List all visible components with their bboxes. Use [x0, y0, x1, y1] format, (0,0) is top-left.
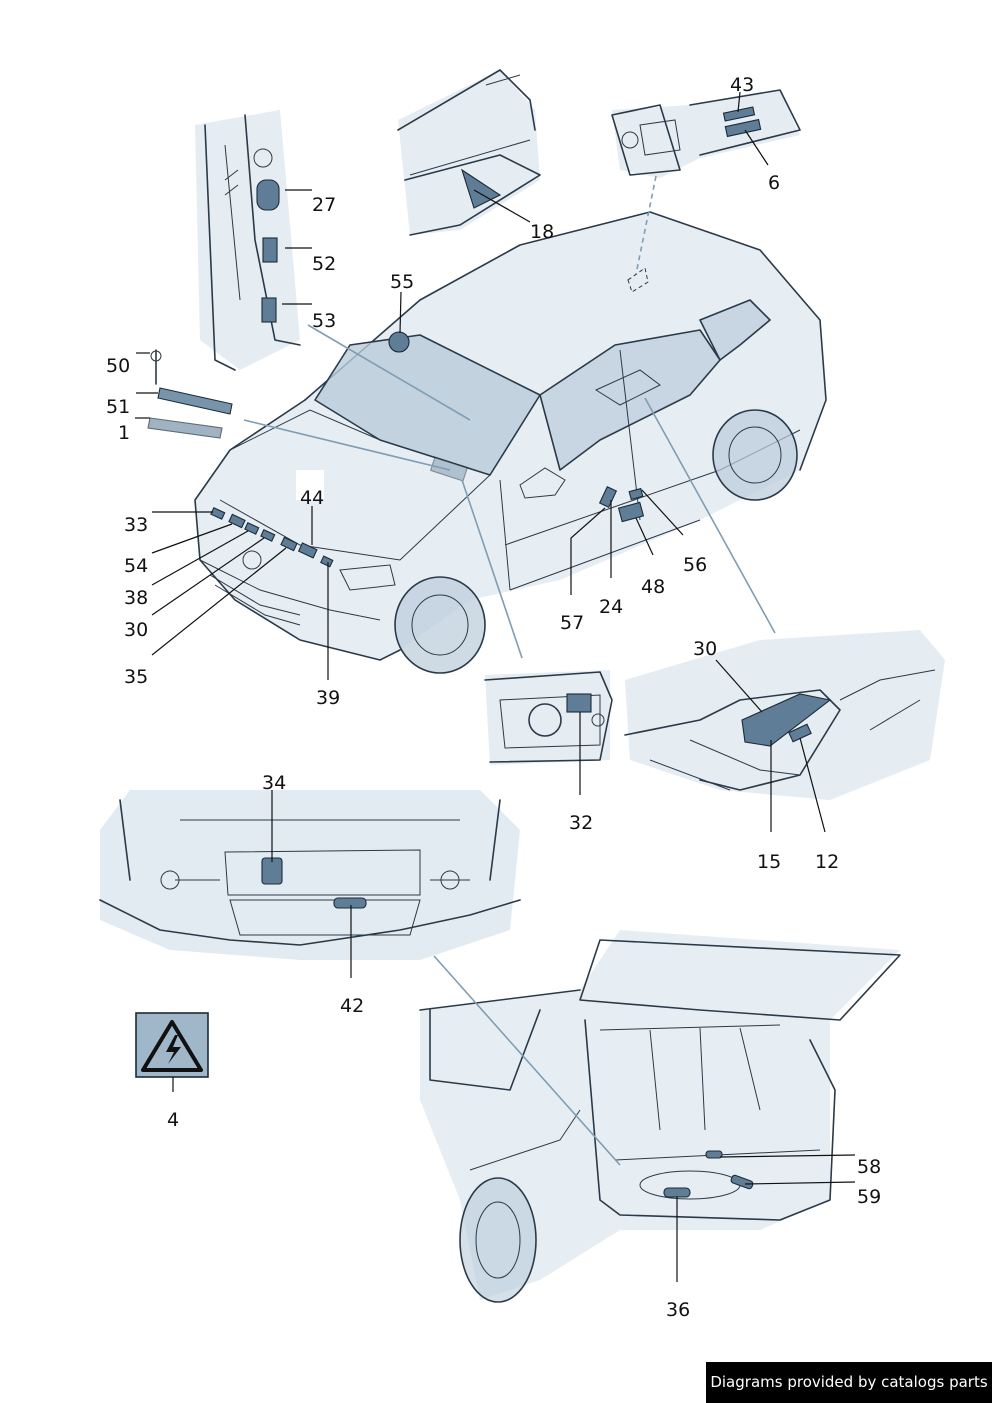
callout-27: 27 [312, 194, 336, 216]
credit-banner: Diagrams provided by catalogs parts [706, 1362, 992, 1403]
callout-50: 50 [106, 355, 130, 377]
callout-57: 57 [560, 612, 584, 634]
callout-51: 51 [106, 396, 130, 418]
callout-44: 44 [300, 487, 324, 509]
callout-12: 12 [815, 851, 839, 873]
callout-33: 33 [124, 514, 148, 536]
callout-35: 35 [124, 666, 148, 688]
detail-door-pillar [195, 110, 301, 371]
detail-luggage-floor [624, 630, 945, 800]
callout-30-trunk: 30 [693, 638, 717, 660]
callout-39: 39 [316, 687, 340, 709]
detail-rear-cargo [419, 930, 901, 1303]
callout-24: 24 [599, 596, 623, 618]
callout-52: 52 [312, 253, 336, 275]
callout-56: 56 [683, 554, 707, 576]
detail-sun-visor [397, 69, 541, 236]
callout-labels: 43 6 18 27 52 53 55 50 51 1 44 33 54 38 … [106, 74, 881, 1321]
detail-mounting-strap [147, 349, 233, 439]
callout-6: 6 [768, 172, 780, 194]
callout-43: 43 [730, 74, 754, 96]
callout-42: 42 [340, 995, 364, 1017]
callout-30-front: 30 [124, 619, 148, 641]
callout-48: 48 [641, 576, 665, 598]
callout-15: 15 [757, 851, 781, 873]
callout-58: 58 [857, 1156, 881, 1178]
callout-53: 53 [312, 310, 336, 332]
vehicle-front-view [194, 211, 827, 674]
callout-32: 32 [569, 812, 593, 834]
callout-38: 38 [124, 587, 148, 609]
detail-light-switch [484, 670, 613, 765]
callout-18: 18 [530, 221, 554, 243]
detail-engine-bay [99, 790, 521, 960]
callout-4: 4 [167, 1109, 179, 1131]
callout-59: 59 [857, 1186, 881, 1208]
callout-54: 54 [124, 555, 148, 577]
callout-36: 36 [666, 1299, 690, 1321]
guide-lines [243, 175, 776, 1166]
high-voltage-warning-icon [135, 1012, 209, 1078]
callout-55: 55 [390, 271, 414, 293]
leader-lines [135, 91, 856, 1282]
callout-34: 34 [262, 772, 286, 794]
detail-fuel-filler [611, 89, 801, 178]
callout-1: 1 [118, 422, 130, 444]
